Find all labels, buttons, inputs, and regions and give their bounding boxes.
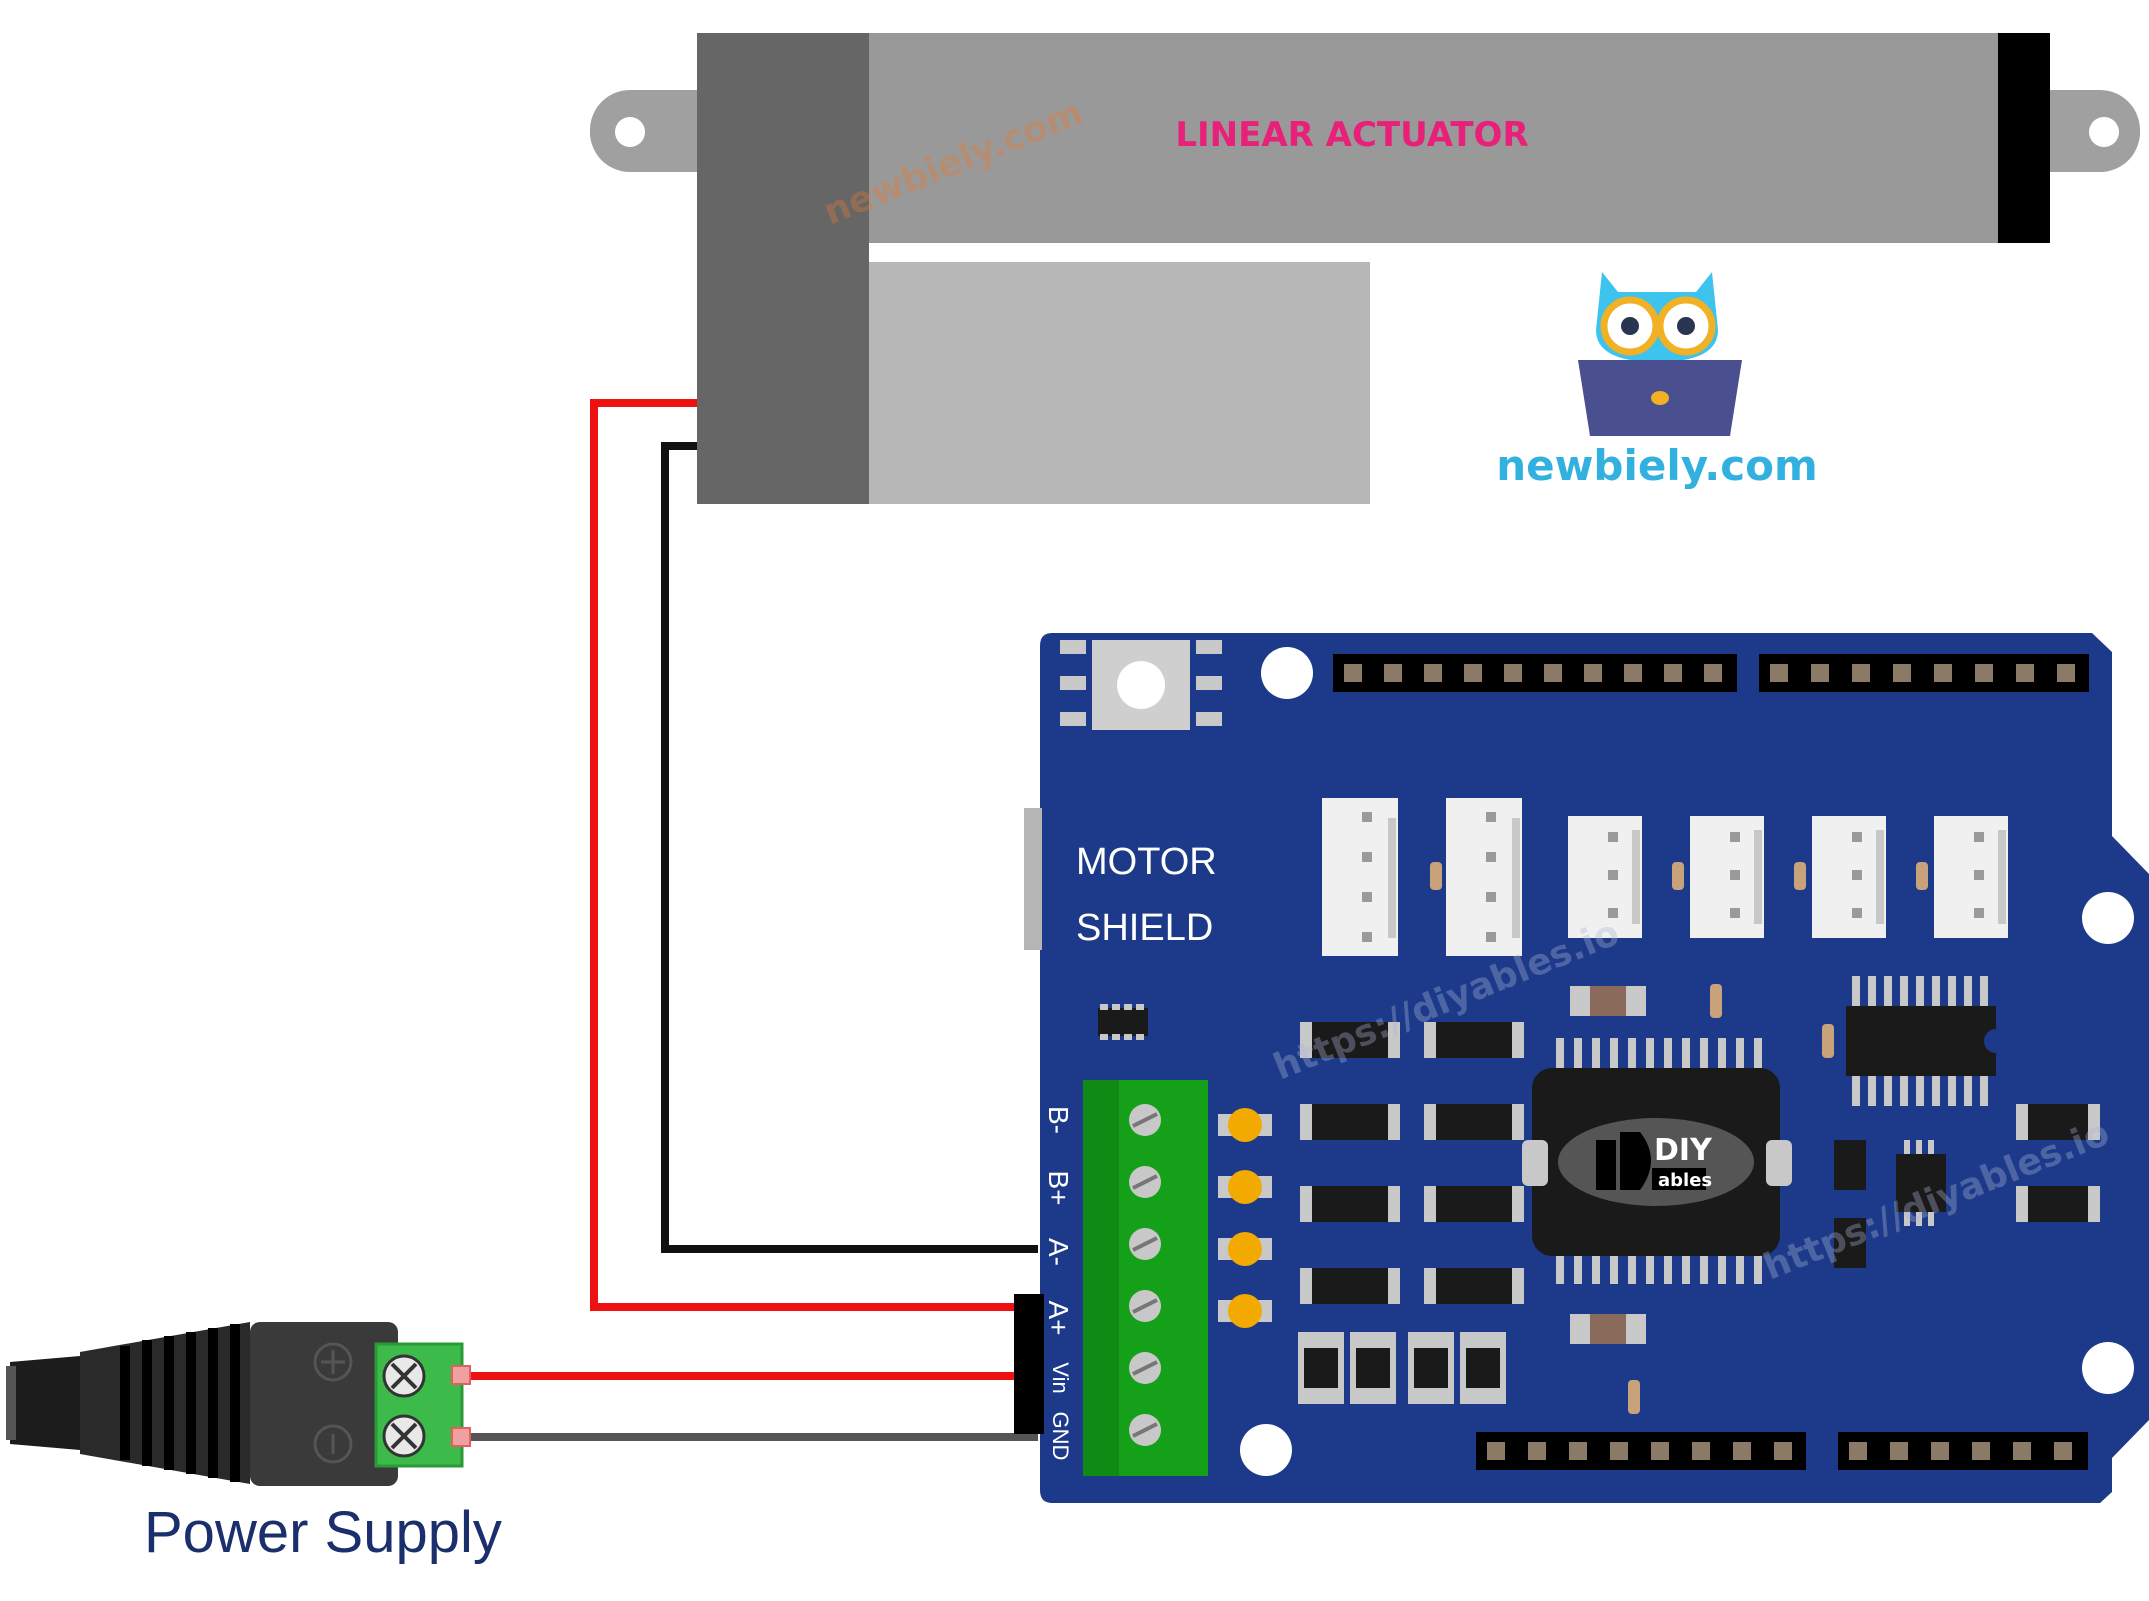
terminal-label-a-plus: A+ (1043, 1300, 1074, 1335)
actuator-left-mount (589, 90, 700, 173)
usb-port-edge (1024, 808, 1042, 950)
jack-barrel (10, 1356, 80, 1450)
motor-shield: MOTOR SHIELD (1014, 633, 2149, 1503)
mounting-hole-bottom-left (1240, 1424, 1292, 1476)
shield-title-line1: MOTOR (1076, 841, 1217, 883)
diyables-logo-main: DIY (1654, 1133, 1713, 1168)
terminal-label-b-minus: B- (1043, 1106, 1074, 1134)
shield-title-line2: SHIELD (1076, 907, 1213, 949)
servo-connectors (1322, 798, 2008, 956)
terminal-screw-b-minus[interactable] (1129, 1104, 1161, 1136)
terminal-screw-b-plus[interactable] (1129, 1166, 1161, 1198)
status-leds (1218, 1108, 1272, 1328)
smd-resistors (1570, 984, 1834, 1414)
mounting-hole-right-upper (2082, 892, 2134, 944)
laptop-logo-dot-icon (1651, 391, 1669, 405)
terminal-label-vin: Vin (1048, 1362, 1073, 1393)
connector-3 (1568, 816, 1642, 938)
reset-button (1060, 640, 1222, 730)
power-supply-jack (6, 1322, 471, 1486)
connector-2 (1446, 798, 1522, 956)
screw-terminal-block (1083, 1080, 1208, 1476)
wire-red-actuator-to-a-plus (590, 399, 1038, 1311)
terminal-screw-a-plus[interactable] (1129, 1290, 1161, 1322)
wires (470, 399, 1038, 1441)
connector-1 (1322, 798, 1398, 956)
terminal-screw-gnd[interactable] (1129, 1414, 1161, 1446)
terminal-screw-vin[interactable] (1129, 1352, 1161, 1384)
terminal-label-b-plus: B+ (1043, 1170, 1074, 1205)
actuator-motor-body (697, 33, 869, 504)
smd-capacitors (1298, 1332, 1506, 1404)
mounting-hole-right-lower (2082, 1342, 2134, 1394)
power-header (1014, 1294, 1044, 1434)
plus-icon (313, 1342, 353, 1382)
actuator-label: LINEAR ACTUATOR (1175, 115, 1528, 155)
jack-screw-plus[interactable] (382, 1354, 426, 1398)
resistor-array (1098, 1004, 1148, 1040)
mounting-hole-top-left (1261, 647, 1313, 699)
jack-screw-minus[interactable] (382, 1414, 426, 1458)
terminal-screw-a-minus[interactable] (1129, 1228, 1161, 1260)
diyables-logo-icon (1596, 1132, 1651, 1190)
site-brand-text: newbiely.com (1496, 441, 1818, 490)
connector-5 (1812, 816, 1886, 938)
owl-left-pupil-icon (1621, 317, 1639, 335)
newbiely-logo: newbiely.com (1496, 272, 1818, 490)
connector-4 (1690, 816, 1764, 938)
actuator-rod (860, 262, 1370, 504)
actuator-right-mount-hole (2089, 117, 2119, 147)
small-ics (1834, 1104, 2100, 1268)
smd-diodes (1300, 1022, 1524, 1304)
actuator-tube (860, 33, 2050, 243)
linear-actuator: LINEAR ACTUATOR newbiely.com (589, 33, 2141, 504)
owl-right-pupil-icon (1677, 317, 1695, 335)
minus-icon (313, 1424, 353, 1464)
header-bottom-right (1838, 1432, 2088, 1470)
header-bottom-left (1476, 1432, 1806, 1470)
actuator-left-mount-hole (615, 117, 645, 147)
dip-chip (1846, 976, 2008, 1106)
terminal-label-gnd: GND (1048, 1412, 1073, 1461)
driver-chip: DIY ables (1522, 1038, 1792, 1284)
header-top-right (1759, 654, 2089, 692)
connector-6 (1934, 816, 2008, 938)
terminal-label-a-minus: A- (1043, 1238, 1074, 1266)
jack-body (250, 1322, 398, 1486)
power-supply-label: Power Supply (144, 1500, 502, 1565)
header-top-left (1333, 654, 1737, 692)
wire-black-actuator-to-a-minus (661, 442, 1038, 1253)
diyables-logo-sub: ables (1658, 1170, 1712, 1191)
actuator-end-cap (1998, 33, 2050, 243)
